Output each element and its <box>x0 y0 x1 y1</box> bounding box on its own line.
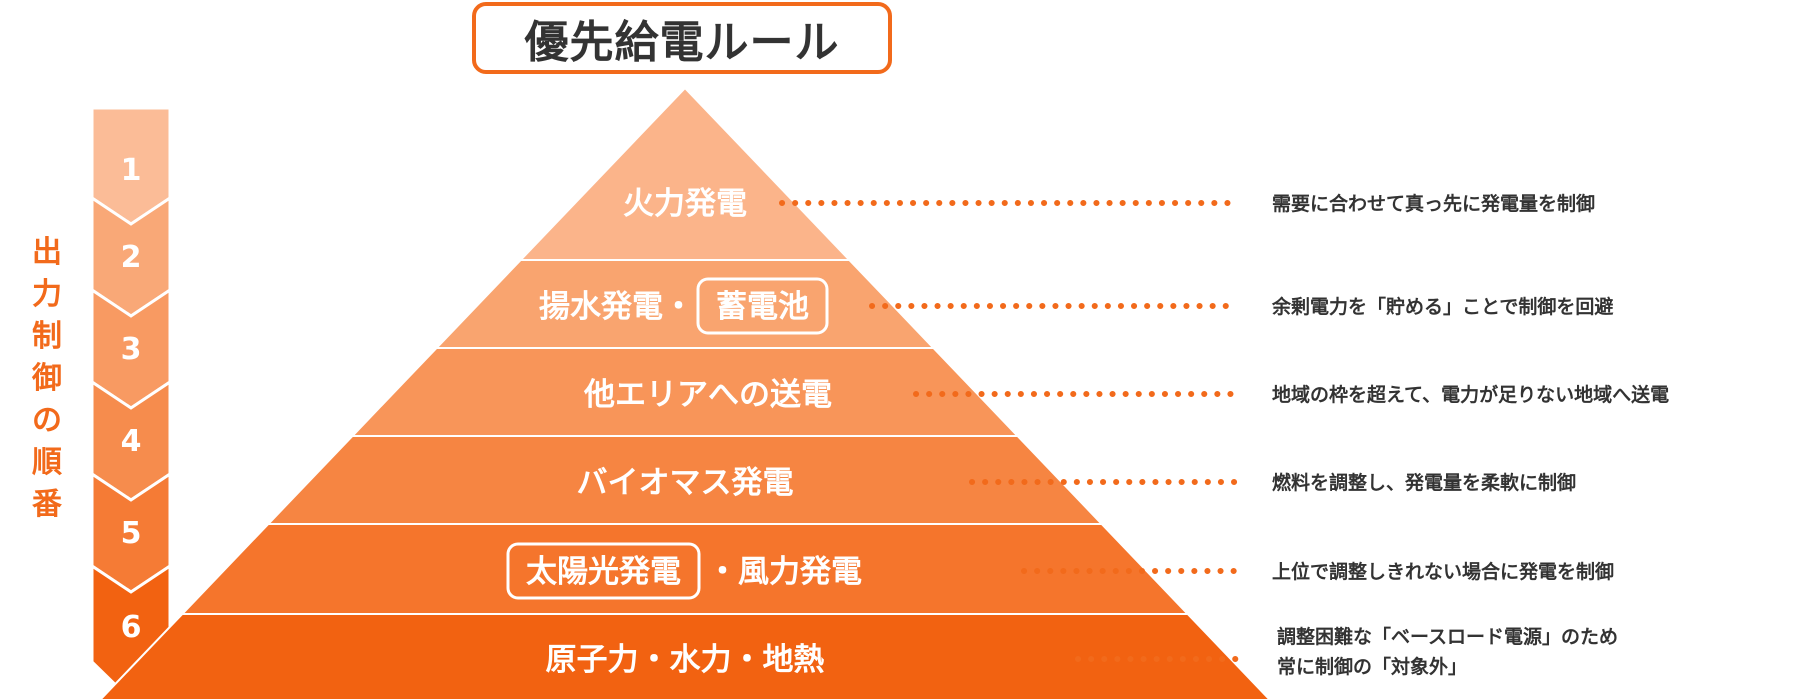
pyramid-level <box>518 86 852 261</box>
order-number: 5 <box>121 516 142 551</box>
pyramid-label-text: 他エリアへの送電 <box>583 377 832 413</box>
pyramid-label: 火力発電 <box>623 186 747 222</box>
description-row: 需要に合わせて真っ先に発電量を制御 <box>779 192 1595 215</box>
pyramid-label-boxed: 蓄電池 <box>716 289 809 325</box>
pyramid-label: 原子力・水力・地熱 <box>546 642 825 678</box>
pyramid-label-text: 火力発電 <box>623 186 747 222</box>
vertical-axis-label: 出力制御の順番 <box>32 235 62 522</box>
description-text: 地域の枠を超えて、電力が足りない地域へ送電 <box>1272 383 1669 406</box>
order-number: 1 <box>121 153 142 188</box>
description-text: 余剰電力を「貯める」ことで制御を回避 <box>1271 295 1613 318</box>
pyramid-label-text: 揚水発電・ <box>539 289 694 325</box>
description-text: 常に制御の「対象外」 <box>1277 655 1467 678</box>
pyramid-level <box>98 613 1272 700</box>
description-text: 需要に合わせて真っ先に発電量を制御 <box>1272 192 1595 215</box>
pyramid-label: 他エリアへの送電 <box>583 377 832 413</box>
highlight-box <box>506 542 701 600</box>
pyramid-label-text: バイオマス発電 <box>577 465 794 501</box>
diagram-title: 優先給電ルール <box>524 17 840 68</box>
order-number: 2 <box>121 240 142 275</box>
description-row: 上位で調整しきれない場合に発電を制御 <box>1021 560 1614 583</box>
pyramid-label-boxed: 太陽光発電 <box>526 554 681 590</box>
description-text: 上位で調整しきれない場合に発電を制御 <box>1272 560 1614 583</box>
description-row: 余剰電力を「貯める」ことで制御を回避 <box>869 295 1613 318</box>
description-text: 燃料を調整し、発電量を柔軟に制御 <box>1272 471 1576 494</box>
highlight-box <box>696 277 829 335</box>
description-row: 燃料を調整し、発電量を柔軟に制御 <box>969 471 1576 494</box>
description-text: 調整困難な「ベースロード電源」のため <box>1277 625 1618 648</box>
pyramid-label-suffix: ・風力発電 <box>707 554 862 590</box>
pyramid: 火力発電揚水発電・蓄電池他エリアへの送電バイオマス発電太陽光発電・風力発電原子力… <box>98 86 1272 700</box>
pyramid-label: 太陽光発電・風力発電 <box>506 542 862 600</box>
pyramid-label: バイオマス発電 <box>577 465 794 501</box>
description-row: 地域の枠を超えて、電力が足りない地域へ送電 <box>913 383 1669 406</box>
order-arrow: 1 2 3 4 5 6 <box>90 106 172 700</box>
order-number: 6 <box>121 610 142 645</box>
pyramid-label: 揚水発電・蓄電池 <box>539 277 829 335</box>
order-number: 3 <box>121 332 142 367</box>
pyramid-label-text: 原子力・水力・地熱 <box>546 642 825 678</box>
title-box: 優先給電ルール <box>472 2 892 74</box>
order-number: 4 <box>121 424 142 459</box>
